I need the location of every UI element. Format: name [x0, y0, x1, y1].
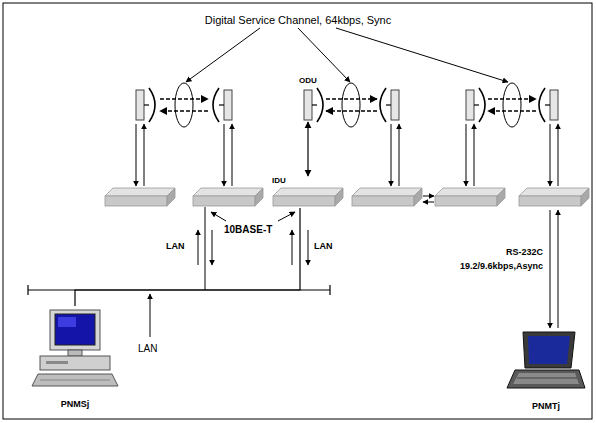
connector-line: [75, 208, 300, 306]
lan-label: LAN: [166, 241, 185, 251]
interface-label: 10BASE-T: [224, 224, 272, 235]
node-label: PNMTj: [532, 401, 560, 412]
channel-ellipses: [175, 83, 521, 127]
odu-unit: ODU: [296, 76, 320, 122]
lan-label: LAN: [314, 241, 333, 251]
channel-pointers: [186, 28, 508, 82]
label-box: 10BASE-T: [224, 222, 284, 236]
label-box: RS-232C 19.2/9.6kbps,Async: [446, 244, 543, 272]
idu-link-arrows: [423, 196, 434, 202]
odu-units: [136, 88, 558, 122]
idu-unit: IDU: [270, 176, 346, 208]
frame: [3, 3, 592, 419]
serial-label: RS-232C 19.2/9.6kbps,Async: [460, 247, 543, 271]
node-label: PNMSj: [61, 399, 90, 410]
management-pc: PNMSj: [30, 306, 120, 410]
lan-drops: [198, 207, 308, 290]
label-box: LAN: [314, 238, 342, 252]
odu-idu-arrows: [136, 124, 558, 186]
radio-links: [160, 99, 536, 111]
management-laptop: PNMTj: [505, 330, 587, 412]
idu-units: [105, 188, 589, 206]
label-box: LAN: [166, 238, 194, 252]
connector-line: [307, 122, 308, 176]
lan-label: LAN: [138, 343, 157, 354]
node-label: ODU: [299, 76, 317, 86]
title-text: Digital Service Channel, 64kbps, Sync: [205, 14, 391, 26]
rs232-arrows: [550, 210, 558, 328]
diagram-title: Digital Service Channel, 64kbps, Sync: [0, 10, 596, 28]
label-box: LAN: [138, 341, 168, 355]
node-label: IDU: [272, 176, 286, 186]
